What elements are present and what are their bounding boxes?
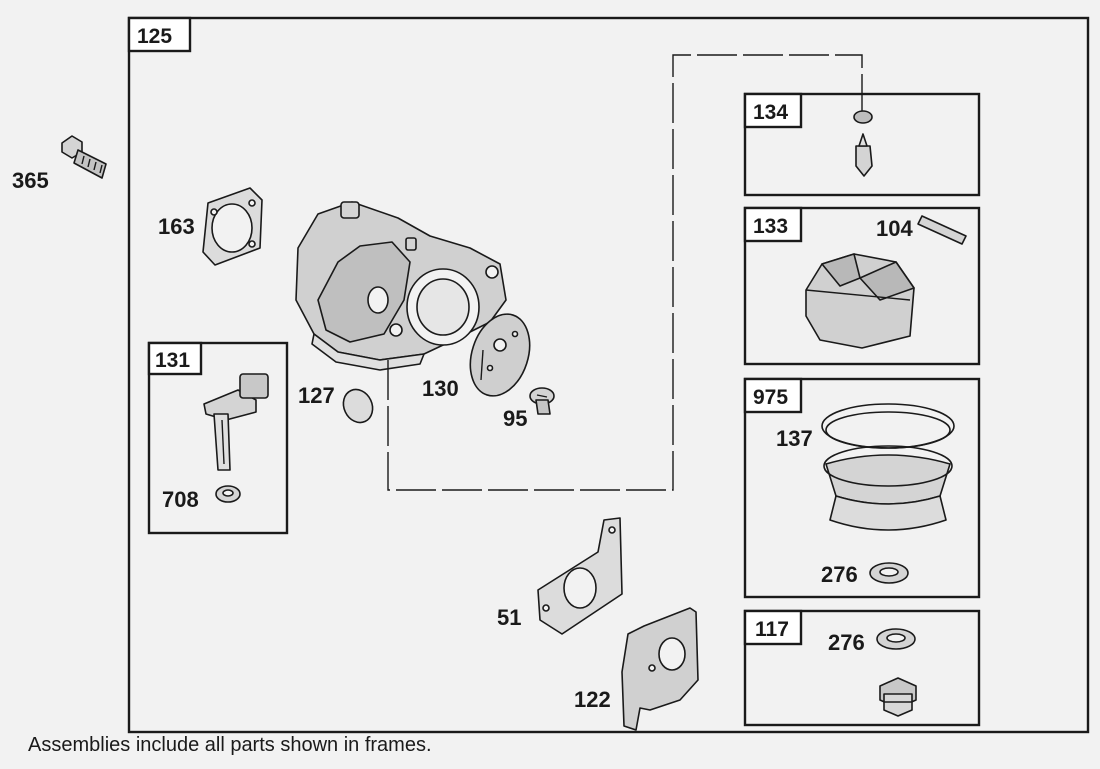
needle-valve-134-icon bbox=[853, 110, 873, 177]
callout-122: 122 bbox=[574, 687, 611, 712]
callout-125: 125 bbox=[137, 25, 172, 48]
callout-117: 117 bbox=[755, 618, 789, 641]
callout-134: 134 bbox=[753, 101, 788, 124]
float-133-icon bbox=[805, 253, 915, 349]
assembly-frame-131 bbox=[147, 341, 289, 535]
bowl-nut-117-icon bbox=[879, 677, 917, 717]
carburetor-body-icon bbox=[295, 201, 507, 371]
callout-130: 130 bbox=[422, 376, 459, 401]
spacer-122-icon bbox=[621, 607, 699, 731]
callout-51: 51 bbox=[497, 605, 521, 630]
assembly-frame-975 bbox=[743, 377, 981, 599]
callout-276-a: 276 bbox=[821, 562, 858, 587]
callout-104: 104 bbox=[876, 216, 913, 241]
washer-276-a-icon bbox=[869, 562, 909, 584]
gasket-51-icon bbox=[537, 517, 623, 635]
float-131-icon bbox=[203, 373, 269, 471]
washer-708-icon bbox=[215, 485, 241, 503]
pin-104-icon bbox=[917, 215, 967, 245]
assembly-tag-box-134 bbox=[743, 92, 803, 129]
callout-276-b: 276 bbox=[828, 630, 865, 655]
washer-276-b-icon bbox=[876, 628, 916, 650]
connector-line-carburetor bbox=[387, 54, 863, 491]
assembly-frame-133 bbox=[743, 206, 981, 366]
callout-137: 137 bbox=[776, 426, 813, 451]
callout-131: 131 bbox=[155, 349, 190, 372]
assemblies-footnote: Assemblies include all parts shown in fr… bbox=[28, 734, 432, 756]
assembly-frame-117 bbox=[743, 609, 981, 727]
assembly-tag-box-125 bbox=[127, 16, 192, 53]
bolt-365-icon bbox=[61, 135, 107, 179]
plug-127-icon bbox=[342, 388, 374, 424]
assembly-frame-125 bbox=[127, 16, 1090, 734]
float-bowl-975-icon bbox=[821, 403, 955, 531]
callout-133: 133 bbox=[753, 215, 788, 238]
assembly-frame-134 bbox=[743, 92, 981, 197]
callout-163: 163 bbox=[158, 214, 195, 239]
callout-975: 975 bbox=[753, 386, 788, 409]
plate-130-icon bbox=[469, 313, 531, 397]
assembly-tag-box-133 bbox=[743, 206, 803, 243]
gasket-163-icon bbox=[202, 187, 263, 266]
callout-365: 365 bbox=[12, 168, 49, 193]
assembly-tag-box-131 bbox=[147, 341, 203, 376]
callout-95: 95 bbox=[503, 406, 527, 431]
screw-95-icon bbox=[529, 387, 555, 415]
callout-708: 708 bbox=[162, 487, 199, 512]
assembly-tag-box-975 bbox=[743, 377, 803, 414]
assembly-tag-box-117 bbox=[743, 609, 803, 646]
callout-127: 127 bbox=[298, 383, 335, 408]
